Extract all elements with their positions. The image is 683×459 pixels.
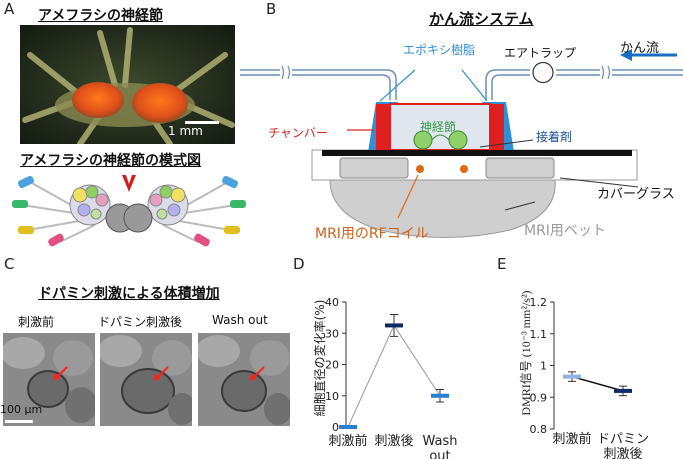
- x-tick-label: 刺激前: [552, 431, 591, 447]
- cell-image-before: [3, 333, 95, 426]
- cell-image-washout: [198, 333, 290, 426]
- air-trap-icon: [532, 61, 554, 84]
- data-point: [614, 388, 632, 393]
- y-tick-label: 0.8: [530, 423, 548, 436]
- y-tick-label: 20: [325, 359, 339, 372]
- flow-arrow-icon: [620, 49, 632, 61]
- mri-bed-label: MRI用ベット: [524, 223, 606, 239]
- data-point: [431, 393, 449, 398]
- panel-d-chart: 0 10 20 30 40 刺激前刺激後 Washout: [325, 296, 458, 459]
- y-tick-label: 40: [325, 296, 339, 309]
- panel-c-title: ドパミン刺激による体積増加: [38, 286, 220, 302]
- cover-glass-label: カバーグラス: [597, 187, 675, 202]
- cell-image-dopamine: [100, 333, 192, 426]
- panel-a-letter: A: [4, 0, 15, 18]
- y-tick-label: 0.9: [530, 391, 548, 404]
- flow-label: かん流: [620, 41, 660, 56]
- x-tick-label: out: [429, 449, 450, 459]
- cell-scale-label: 100 μm: [0, 403, 43, 416]
- condition-label-1: ドパミン刺激後: [98, 315, 183, 329]
- panel-e-letter: E: [497, 255, 507, 273]
- panel-b-title: かん流システム: [429, 10, 534, 28]
- adhesive-label: 接着剤: [536, 130, 573, 144]
- data-point: [563, 374, 581, 379]
- x-tick-label: ドパミン: [597, 432, 649, 447]
- condition-label-0: 刺激前: [18, 315, 55, 329]
- panel-e-chart: 0.8 0.9 1 1.1 1.2 刺激前ドパミン刺激後: [530, 296, 650, 459]
- x-tick-label: 刺激後: [374, 434, 413, 449]
- data-point: [339, 425, 357, 429]
- x-tick-label: 刺激後: [603, 447, 642, 459]
- y-tick-label: 1: [540, 360, 547, 373]
- epoxy-label: エポキシ樹脂: [403, 43, 476, 57]
- photo-scale-label: 1 mm: [168, 124, 203, 138]
- panel-d-letter: D: [293, 255, 305, 273]
- chamber-label: チャンバー: [268, 126, 328, 140]
- series-line: [347, 324, 441, 428]
- condition-label-2: Wash out: [212, 313, 268, 327]
- x-tick-label: Wash: [422, 434, 457, 449]
- panel-b-letter: B: [266, 0, 277, 18]
- y-tick-label: 30: [325, 327, 339, 340]
- y-tick-label: 1.1: [530, 328, 548, 341]
- y-tick-label: 10: [325, 390, 339, 403]
- air-trap-label: エアトラップ: [504, 46, 577, 60]
- x-tick-label: 刺激前: [328, 433, 367, 449]
- ganglion-photo: 1 mm: [20, 25, 235, 144]
- panel-a-diagram-title: アメフラシの神経節の模式図: [20, 153, 202, 169]
- series-line: [571, 375, 624, 392]
- ganglion-label: 神経節: [420, 120, 457, 134]
- perfusion-diagram: [240, 49, 683, 238]
- panel-a-photo-title: アメフラシの神経節: [38, 8, 164, 24]
- ganglion-schematic: [12, 175, 246, 247]
- data-point: [385, 323, 403, 328]
- y-tick-label: 0: [332, 421, 339, 434]
- y-tick-label: 1.2: [530, 296, 548, 309]
- panel-c-letter: C: [4, 255, 15, 273]
- rf-coil-label: MRI用のRFコイル: [315, 226, 429, 242]
